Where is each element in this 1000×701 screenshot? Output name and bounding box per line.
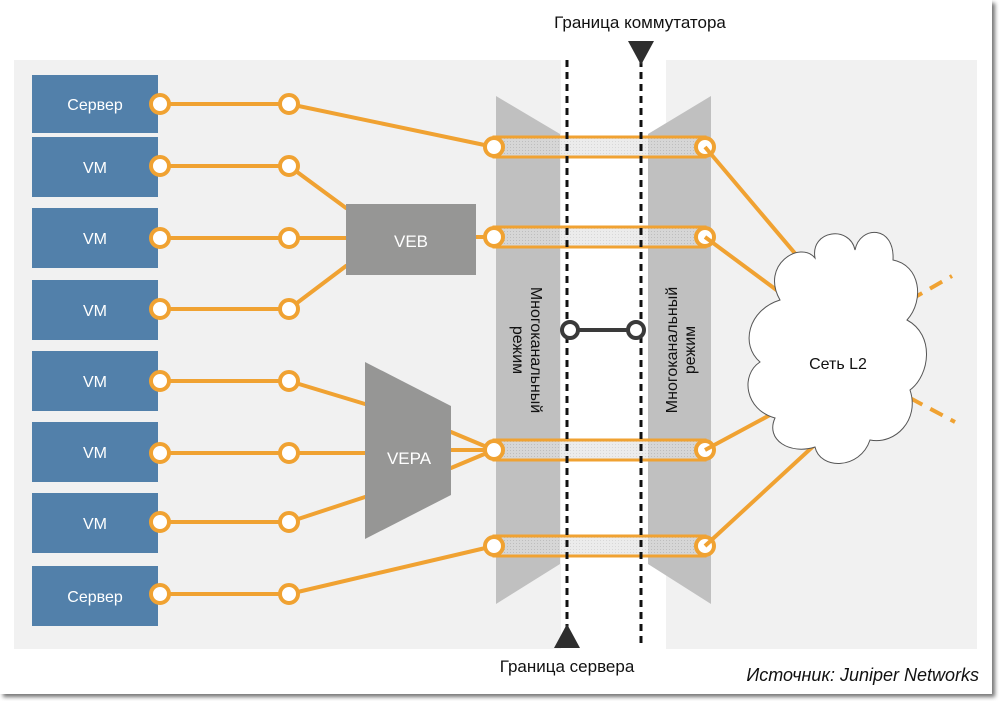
host-box[interactable] [32,137,158,197]
host-8[interactable]: Сервер [32,566,158,626]
host-port[interactable] [149,227,171,249]
multichannel-band-right [648,96,711,604]
bridge-link [287,264,348,311]
vnic-port[interactable] [278,442,300,464]
external-link-2 [909,396,956,424]
l2-network-label: Сеть L2 [809,356,867,373]
host-box[interactable] [32,566,158,626]
vnic-port[interactable] [278,298,300,320]
switch-boundary-marker-icon [628,41,654,65]
s-channel-port-right[interactable] [626,320,646,340]
host-port[interactable] [149,442,171,464]
vepa-label: VEPA [387,449,432,468]
host-label: VM [83,516,107,533]
bridge-link [287,379,367,406]
multichannel-left-line1: Многоканальный [527,287,544,413]
host-box[interactable] [32,422,158,482]
host-label: VM [83,160,107,177]
vnic-port[interactable] [278,155,300,177]
host-port[interactable] [149,298,171,320]
host-label: VM [83,445,107,462]
host-box[interactable] [32,280,158,340]
vepa-bridge[interactable] [365,362,451,539]
bridge-link [287,544,496,596]
host-label: Сервер [67,97,123,114]
multichannel-right-line1: Многоканальный [664,287,681,413]
multichannel-right-line2: режим [682,326,699,374]
channel-tube-4 [483,534,716,558]
bridge-link [287,102,496,149]
server-port[interactable] [483,535,505,557]
bridge-link [287,164,348,210]
multichannel-left-line2: режим [509,326,526,374]
veb-bridge[interactable] [346,204,476,275]
host-port[interactable] [149,511,171,533]
channel-tube-2 [483,225,716,249]
host-6[interactable]: VM [32,422,158,482]
channel-tube-1 [483,135,716,159]
multichannel-band-left [496,96,560,604]
server-port[interactable] [483,136,505,158]
host-label: VM [83,303,107,320]
vnic-port[interactable] [278,227,300,249]
l2-network-cloud[interactable] [747,232,927,464]
host-label: VM [83,231,107,248]
host-4[interactable]: VM [32,280,158,340]
host-label: VM [83,374,107,391]
vnic-port[interactable] [278,93,300,115]
host-label: Сервер [67,589,123,606]
switch-boundary-title: Граница коммутатора [554,13,726,32]
host-7[interactable]: VM [32,493,158,553]
host-port[interactable] [149,155,171,177]
host-2[interactable]: VM [32,137,158,197]
uplink-3 [704,413,771,452]
host-box[interactable] [32,351,158,411]
host-port[interactable] [149,583,171,605]
host-port[interactable] [149,93,171,115]
s-channel-port-left[interactable] [560,320,580,340]
server-boundary-marker-icon [554,624,580,648]
channel-tube-3 [483,438,716,462]
host-box[interactable] [32,75,158,133]
host-1[interactable]: Сервер [32,75,158,133]
server-port[interactable] [483,439,505,461]
server-port[interactable] [483,226,505,248]
bridge-link [287,495,367,524]
host-box[interactable] [32,208,158,268]
host-port[interactable] [149,370,171,392]
host-5[interactable]: VM [32,351,158,411]
uplink-4 [703,438,822,548]
source-caption: Источник: Juniper Networks [746,665,979,685]
host-box[interactable] [32,493,158,553]
server-boundary-title: Граница сервера [500,657,635,676]
vnic-port[interactable] [278,370,300,392]
host-3[interactable]: VM [32,208,158,268]
vnic-port[interactable] [278,583,300,605]
vnic-port[interactable] [278,511,300,533]
veb-label: VEB [394,232,428,251]
